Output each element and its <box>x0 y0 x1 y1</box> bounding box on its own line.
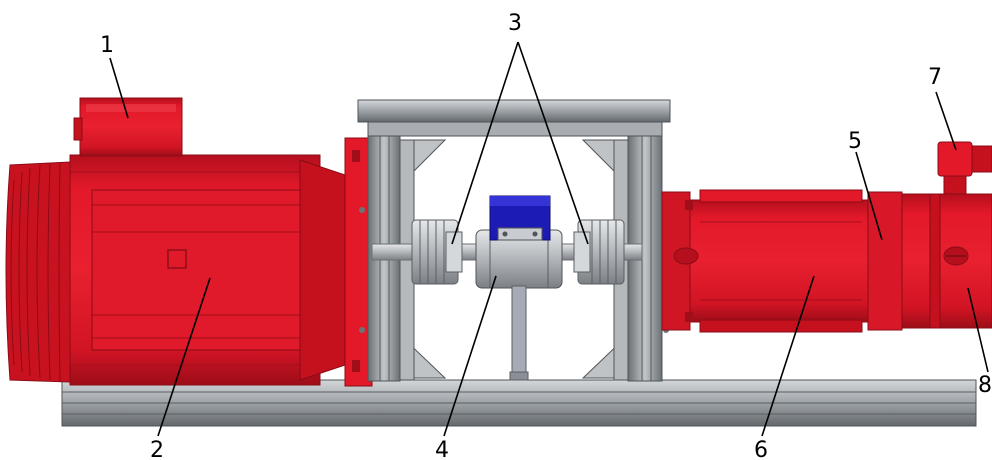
callout-7: 7 <box>928 65 942 90</box>
leader-5 <box>855 151 883 241</box>
leader-7 <box>935 91 957 151</box>
induction-motor <box>5 97 373 387</box>
leader-3b <box>517 41 589 245</box>
base-rail <box>61 379 977 427</box>
callout-2: 2 <box>150 438 164 460</box>
callout-4: 4 <box>435 438 449 460</box>
leader-1 <box>109 57 129 119</box>
test-frame <box>357 99 671 382</box>
leader-3a <box>451 41 519 245</box>
leader-4 <box>443 275 497 437</box>
callout-labels: 1 2 3 4 5 6 7 8 <box>100 11 992 460</box>
leader-8 <box>967 287 989 373</box>
leader-2 <box>157 277 211 437</box>
callout-5: 5 <box>848 129 862 154</box>
leader-lines <box>109 41 989 437</box>
shaft-assembly <box>371 195 643 381</box>
callout-1: 1 <box>100 33 114 58</box>
callout-8: 8 <box>978 373 992 398</box>
callout-3: 3 <box>508 11 522 36</box>
servo-motor <box>661 141 992 333</box>
leader-6 <box>761 275 815 437</box>
callout-6: 6 <box>754 438 768 460</box>
